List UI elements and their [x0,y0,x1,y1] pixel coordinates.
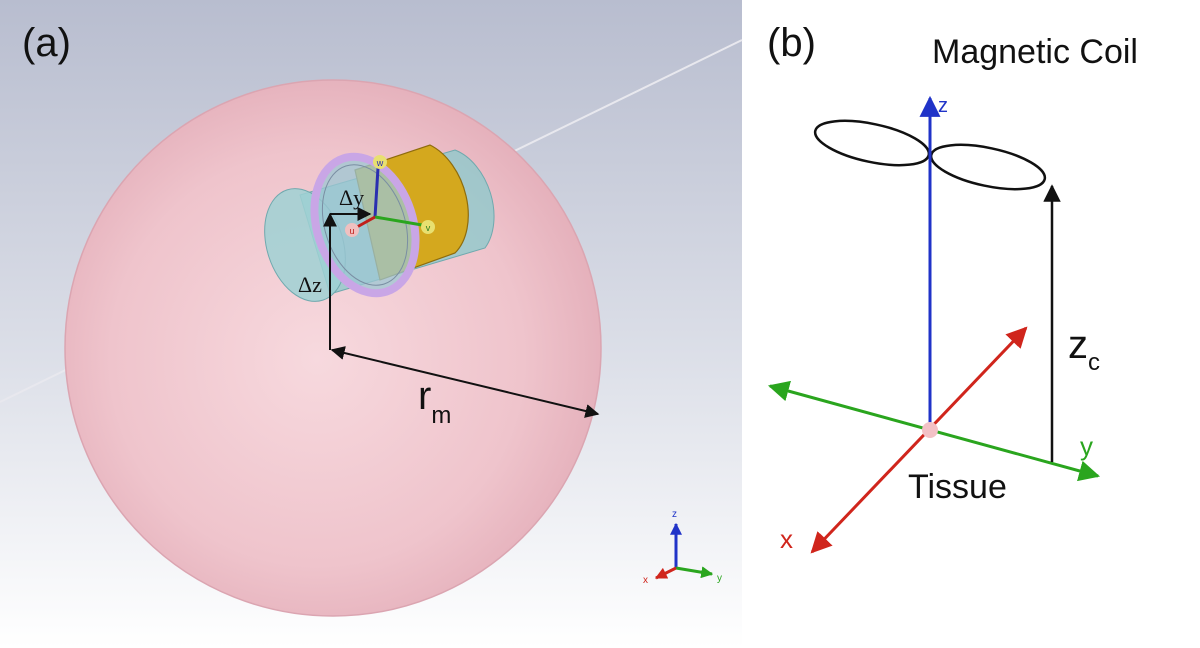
x-axis [810,326,1028,554]
mini-x-label: x [643,575,648,586]
panel-b: (b) Magnetic Coil z y x zc Tissue [767,21,1138,554]
panel-b-label: (b) [767,21,816,65]
height-label: zc [1068,323,1100,376]
gizmo-u-marker [345,223,359,237]
coil-ring-inner [321,164,409,286]
gizmo-u-label: u [349,226,354,236]
radius-arrow [330,346,600,418]
mini-axes-triad: z y x [643,509,722,586]
x-axis-label: x [780,524,793,554]
tissue-origin [922,422,938,438]
tissue-label: Tissue [908,468,1007,506]
z-axis-label: z [938,95,948,117]
local-gizmo: w v u [345,155,435,237]
radius-label: rm [418,374,451,429]
mini-y-axis [675,566,714,579]
dy-label: Δy [339,185,364,210]
gizmo-v-marker [421,220,435,234]
panel-a-label: (a) [22,21,71,65]
panel-a: w v u Δy Δz rm (a) z y x [0,0,743,648]
gizmo-w-marker [373,155,387,169]
coil-assembly [264,144,495,302]
mini-x-axis [654,566,677,580]
gizmo-u-axis [356,215,376,229]
dz-label: Δz [298,272,322,297]
coil-ring [310,152,420,298]
coil-loop-right [929,143,1047,191]
mini-z-label: z [672,509,677,520]
gizmo-w-label: w [376,158,384,168]
gizmo-w-axis [373,167,380,218]
gizmo-v-axis [374,215,423,227]
y-axis-label: y [1080,431,1093,461]
coil-loop-left [813,119,931,167]
gizmo-v-label: v [426,223,431,233]
mini-y-label: y [717,573,722,584]
panel-b-title: Magnetic Coil [932,33,1138,71]
